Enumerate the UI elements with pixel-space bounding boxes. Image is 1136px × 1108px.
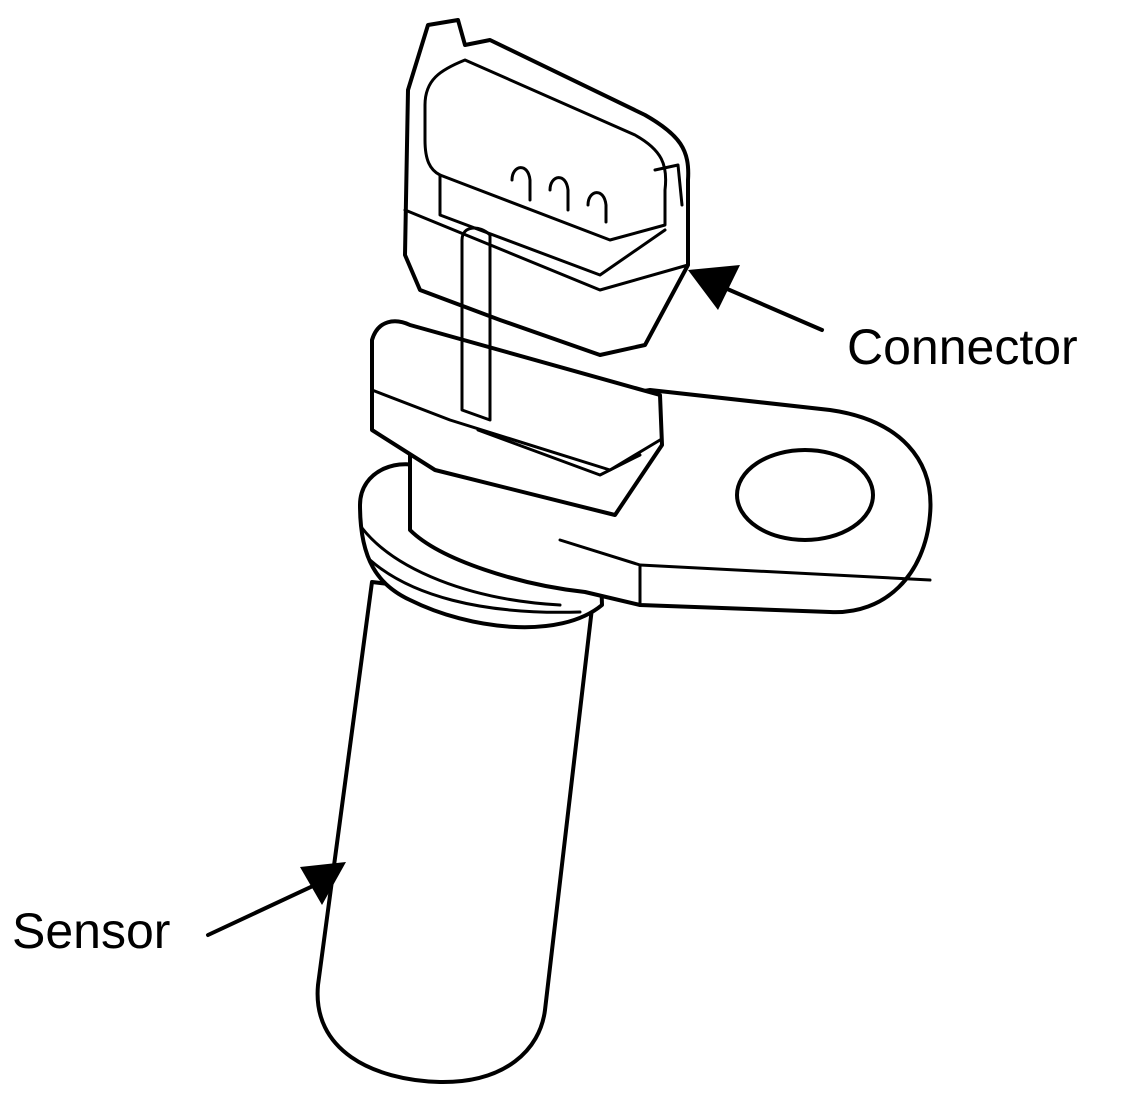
- bolt-hole: [735, 448, 875, 542]
- connector-label: Connector: [847, 319, 1078, 375]
- sensor-arrow: [206, 862, 346, 937]
- connector-arrow: [688, 265, 824, 332]
- connector-housing: [403, 18, 691, 477]
- connector-collar: [370, 319, 664, 517]
- sensor-tube: [315, 580, 594, 1085]
- sensor-label: Sensor: [12, 903, 171, 959]
